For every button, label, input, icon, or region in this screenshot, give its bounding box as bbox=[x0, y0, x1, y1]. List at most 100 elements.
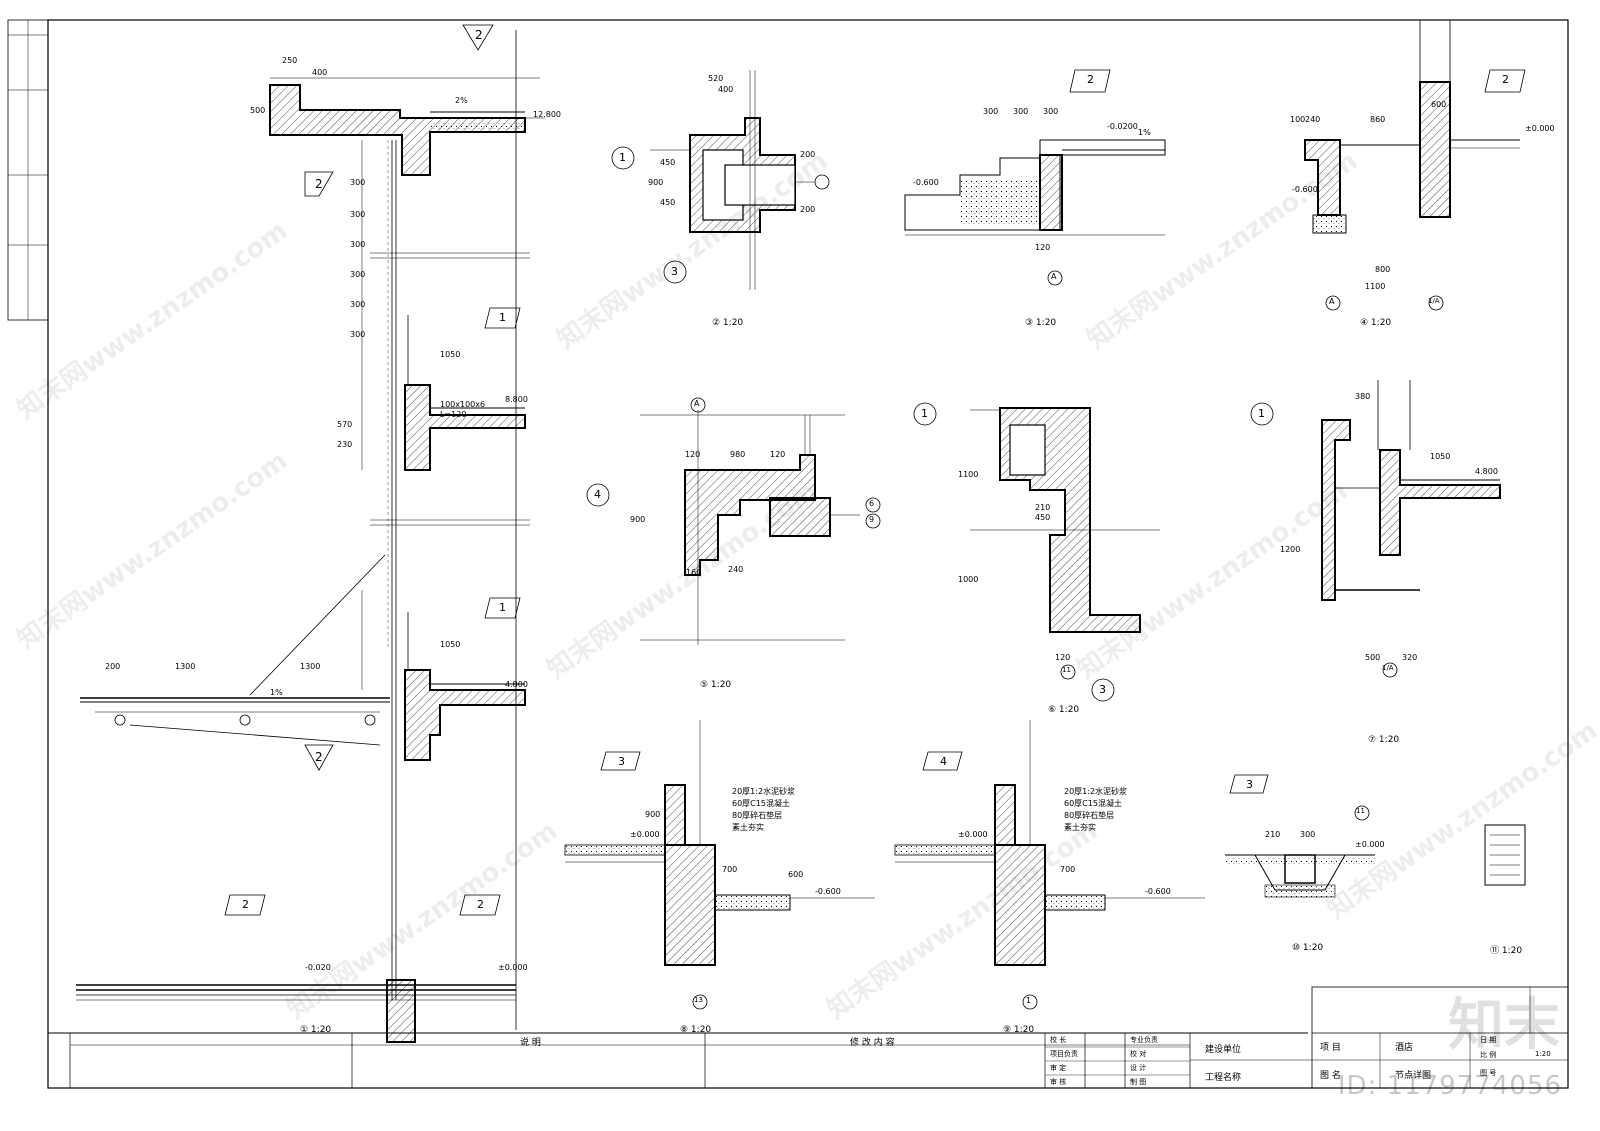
dim-label: 300 bbox=[350, 240, 366, 249]
index-marker: 4 bbox=[940, 755, 947, 768]
layer-note: 80厚碎石垫层 bbox=[1064, 811, 1115, 820]
elev-label: -0.020 bbox=[305, 963, 331, 972]
tb-drawing-value: 节点详图 bbox=[1395, 1071, 1432, 1081]
dim-label: 450 bbox=[660, 158, 676, 167]
index-marker: 1 bbox=[1258, 407, 1265, 420]
tb-role: 校 长 bbox=[1050, 1036, 1067, 1044]
index-marker: 3 bbox=[671, 265, 678, 278]
index-marker: 2 bbox=[1087, 73, 1094, 86]
dim-label: L=120 bbox=[440, 410, 467, 419]
layer-note: 60厚C15混凝土 bbox=[1064, 799, 1122, 808]
layer-note: 60厚C15混凝土 bbox=[732, 799, 790, 808]
dim-label: 1300 bbox=[175, 662, 196, 671]
dim-label: 900 bbox=[648, 178, 664, 187]
dim-label: 120 bbox=[1035, 243, 1051, 252]
detail-1-wall-section bbox=[76, 30, 545, 1043]
index-marker: 4 bbox=[594, 488, 601, 501]
detail-11 bbox=[1484, 824, 1526, 886]
axis-marker: 11 bbox=[1356, 807, 1365, 815]
dim-label: 300 bbox=[1300, 830, 1316, 839]
dim-label: 520 bbox=[708, 74, 724, 83]
brand-logo: 知末 bbox=[1448, 993, 1560, 1058]
index-marker: 2 bbox=[1502, 73, 1509, 86]
dim-label: 100 bbox=[1290, 115, 1306, 124]
dim-label: 570 bbox=[337, 420, 353, 429]
elev-label: -0.0200 bbox=[1107, 122, 1138, 131]
elev-label: -0.600 bbox=[913, 178, 939, 187]
tb-role: 专业负责 bbox=[1130, 1036, 1158, 1044]
dim-label: 900 bbox=[645, 810, 661, 819]
dim-label: 250 bbox=[282, 56, 298, 65]
elev-label: ±0.000 bbox=[958, 830, 988, 839]
dim-label: 1050 bbox=[1430, 452, 1451, 461]
tb-revision: 修 改 内 容 bbox=[850, 1038, 895, 1048]
dim-label: 1100 bbox=[1365, 282, 1386, 291]
dim-label: 1% bbox=[1138, 128, 1151, 137]
detail-10-scale: ⑩ 1:20 bbox=[1292, 943, 1324, 953]
tb-item-label: 项 目 bbox=[1320, 1043, 1341, 1053]
detail-5-scale: ⑤ 1:20 bbox=[700, 680, 732, 690]
tb-date-label: 日 期 bbox=[1480, 1036, 1497, 1044]
dim-label: 300 bbox=[1043, 107, 1059, 116]
dim-label: 500 bbox=[1365, 653, 1381, 662]
dim-label: 240 bbox=[728, 565, 744, 574]
index-marker: 1 bbox=[921, 407, 928, 420]
dim-label: 160 bbox=[686, 568, 702, 577]
dim-label: 1050 bbox=[440, 640, 461, 649]
index-marker: 3 bbox=[1099, 683, 1106, 696]
dim-label: 120 bbox=[685, 450, 701, 459]
dim-label: 400 bbox=[312, 68, 328, 77]
dim-label: 100x100x6 bbox=[440, 400, 486, 409]
dim-label: 120 bbox=[1055, 653, 1071, 662]
index-marker: 2 bbox=[477, 898, 484, 911]
dim-label: 300 bbox=[1013, 107, 1029, 116]
layer-note: 素土夯实 bbox=[732, 823, 764, 832]
detail-6-scale: ⑥ 1:20 bbox=[1048, 705, 1080, 715]
dim-label: 400 bbox=[718, 85, 734, 94]
index-marker: 3 bbox=[1246, 778, 1253, 791]
index-marker: 2 bbox=[475, 28, 483, 42]
dim-label: 1050 bbox=[440, 350, 461, 359]
detail-9-scale: ⑨ 1:20 bbox=[1003, 1025, 1035, 1035]
dim-label: 700 bbox=[1060, 865, 1076, 874]
elev-label: ±0.000 bbox=[1525, 124, 1555, 133]
layer-note: 20厚1:2水泥砂浆 bbox=[732, 787, 796, 796]
tb-role: 项目负责 bbox=[1050, 1050, 1078, 1058]
dim-label: 120 bbox=[770, 450, 786, 459]
layer-note: 80厚碎石垫层 bbox=[732, 811, 783, 820]
detail-6 bbox=[970, 407, 1160, 633]
dim-label: 300 bbox=[350, 330, 366, 339]
detail-7-scale: ⑦ 1:20 bbox=[1368, 735, 1400, 745]
image-id: ID: 1179774056 bbox=[1337, 1071, 1562, 1101]
axis-marker: 9 bbox=[869, 515, 875, 524]
elev-label: ±0.000 bbox=[630, 830, 660, 839]
elev-label: 4.800 bbox=[505, 680, 528, 689]
detail-7 bbox=[1321, 380, 1501, 601]
tb-drawing-label: 图 名 bbox=[1320, 1071, 1341, 1081]
axis-marker: 13 bbox=[694, 996, 703, 1004]
dim-label: 300 bbox=[350, 300, 366, 309]
dim-label: 600 bbox=[1431, 100, 1447, 109]
elev-label: -0.600 bbox=[1292, 185, 1318, 194]
dim-label: 800 bbox=[1375, 265, 1391, 274]
dim-label: 200 bbox=[800, 150, 816, 159]
dim-label: 860 bbox=[1370, 115, 1386, 124]
axis-marker: A bbox=[1329, 297, 1335, 306]
detail-5 bbox=[640, 410, 860, 645]
elev-label: ±0.000 bbox=[1355, 840, 1385, 849]
dim-label: 1000 bbox=[958, 575, 979, 584]
dim-label: 600 bbox=[788, 870, 804, 879]
elev-label: ±0.000 bbox=[498, 963, 528, 972]
elev-label: -0.600 bbox=[1145, 887, 1171, 896]
detail-3 bbox=[904, 139, 1166, 236]
dim-label: 500 bbox=[250, 106, 266, 115]
index-marker: 1 bbox=[619, 151, 626, 164]
layer-note: 20厚1:2水泥砂浆 bbox=[1064, 787, 1128, 796]
detail-4 bbox=[1304, 19, 1520, 234]
dim-label: 1300 bbox=[300, 662, 321, 671]
dim-label: 700 bbox=[722, 865, 738, 874]
dim-label: 980 bbox=[730, 450, 746, 459]
tb-role: 校 对 bbox=[1130, 1050, 1147, 1058]
dim-label: 900 bbox=[630, 515, 646, 524]
